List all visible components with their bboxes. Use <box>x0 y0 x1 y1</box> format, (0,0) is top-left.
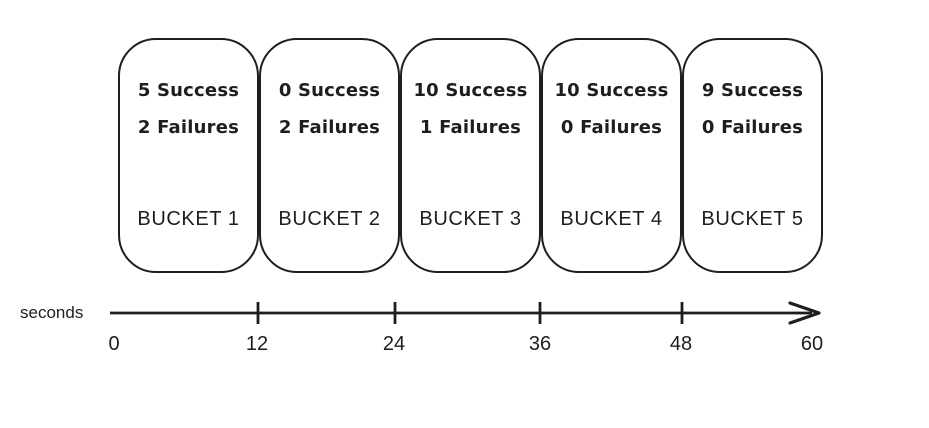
timeline-arrow-axis <box>110 301 821 325</box>
bucket-3-success-count: 10 Success <box>413 80 528 101</box>
tick-label-24: 24 <box>382 333 406 355</box>
tick-label-48: 48 <box>669 333 693 355</box>
bucket-3-failures-count: 1 Failures <box>419 117 522 138</box>
bucket-2-label: BUCKET 2 <box>278 208 381 230</box>
bucket-5: 9 Success 0 Failures BUCKET 5 <box>682 38 823 273</box>
bucket-5-success-count: 9 Success <box>701 80 804 101</box>
bucket-2: 0 Success 2 Failures BUCKET 2 <box>259 38 400 273</box>
bucket-5-failures-count: 0 Failures <box>701 117 804 138</box>
axis-seconds-label: seconds <box>20 303 84 322</box>
bucket-5-label: BUCKET 5 <box>701 208 804 230</box>
bucket-4: 10 Success 0 Failures BUCKET 4 <box>541 38 682 273</box>
bucket-1: 5 Success 2 Failures BUCKET 1 <box>118 38 259 273</box>
tick-label-36: 36 <box>528 333 552 355</box>
bucket-1-label: BUCKET 1 <box>137 208 240 230</box>
bucket-1-failures-count: 2 Failures <box>137 117 240 138</box>
bucket-4-label: BUCKET 4 <box>560 208 663 230</box>
bucket-1-success-count: 5 Success <box>137 80 240 101</box>
bucket-3-label: BUCKET 3 <box>419 208 522 230</box>
tick-label-12: 12 <box>245 333 269 355</box>
tick-label-0: 0 <box>108 333 120 355</box>
bucket-3: 10 Success 1 Failures BUCKET 3 <box>400 38 541 273</box>
bucket-4-failures-count: 0 Failures <box>560 117 663 138</box>
tick-label-60: 60 <box>800 333 824 355</box>
bucket-2-failures-count: 2 Failures <box>278 117 381 138</box>
arrowhead-icon <box>788 301 821 325</box>
bucket-2-success-count: 0 Success <box>278 80 381 101</box>
bucket-4-success-count: 10 Success <box>554 80 669 101</box>
